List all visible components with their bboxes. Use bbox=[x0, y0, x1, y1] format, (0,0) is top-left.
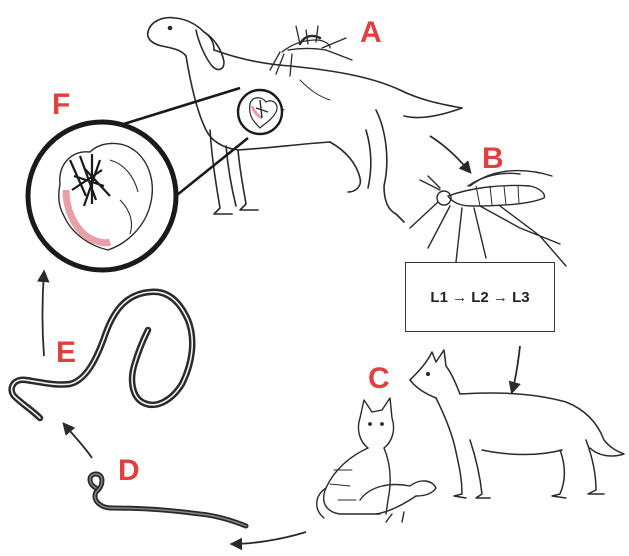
cat-and-ferret-host-illustration bbox=[317, 398, 436, 522]
young-worm-illustration bbox=[90, 474, 246, 526]
magnified-heart-with-worms bbox=[28, 122, 176, 270]
label-f: F bbox=[52, 90, 70, 120]
label-b: B bbox=[482, 144, 504, 174]
label-c: C bbox=[368, 364, 390, 394]
label-d: D bbox=[118, 456, 140, 486]
mosquito-vector-illustration bbox=[410, 171, 566, 266]
larval-stages-text: L1 → L2 → L3 bbox=[430, 289, 529, 306]
label-a: A bbox=[360, 18, 382, 48]
adult-worm-illustration bbox=[12, 292, 193, 418]
heart-location-inset bbox=[238, 90, 282, 134]
larval-stages-box: L1 → L2 → L3 bbox=[405, 262, 555, 332]
label-e: E bbox=[56, 338, 76, 368]
